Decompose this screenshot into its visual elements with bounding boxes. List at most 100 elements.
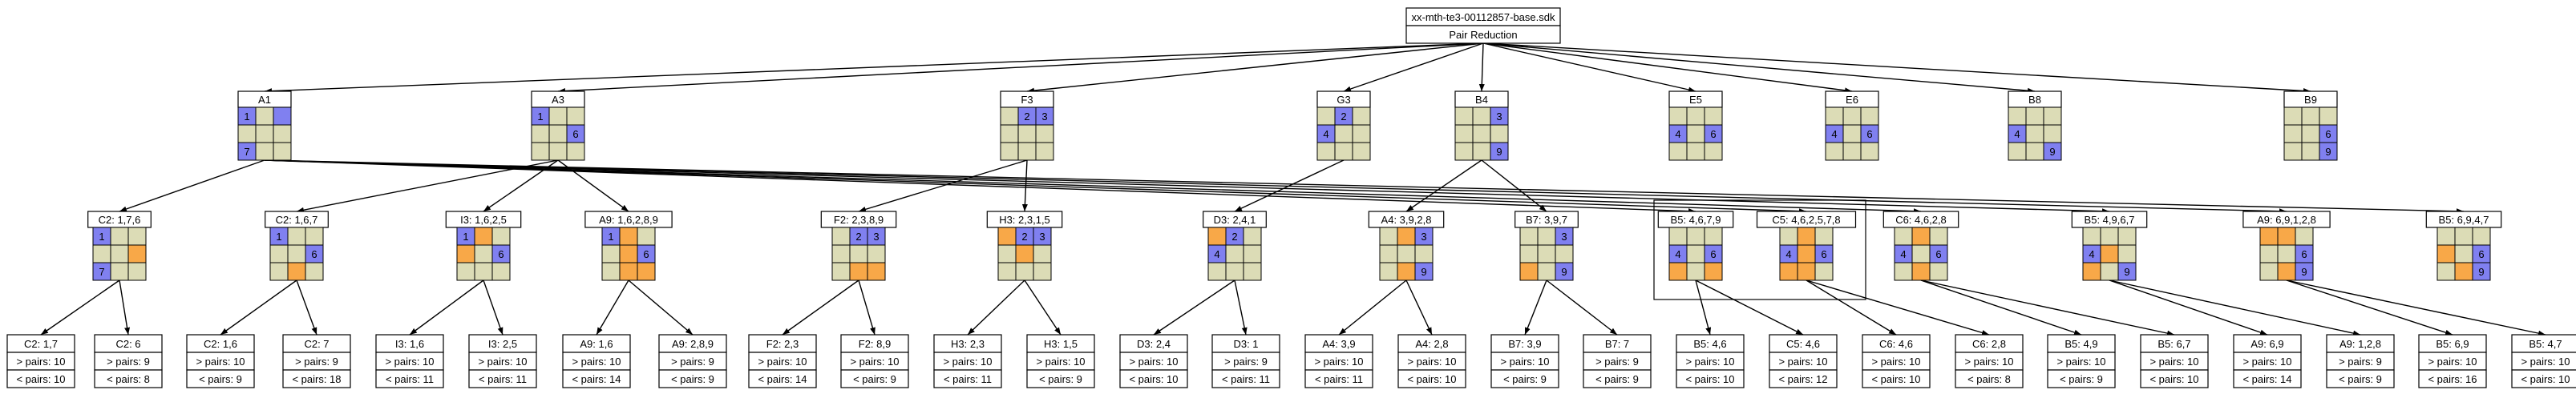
leaf-node-26[interactable]: B5: 6,9> pairs: 10< pairs: 16 (2418, 334, 2487, 388)
cell-digit: 9 (2325, 146, 2331, 158)
leaf-node-4[interactable]: I3: 1,6> pairs: 10< pairs: 11 (375, 334, 444, 388)
level2-node-a4[interactable]: A4: 3,9,2,839 (1368, 211, 1445, 281)
leaf-node-15[interactable]: A4: 2,8> pairs: 10< pairs: 10 (1397, 334, 1466, 388)
leaf-greater-pairs: > pairs: 9 (107, 356, 150, 368)
grid-cell (491, 227, 511, 246)
leaf-node-20[interactable]: C6: 4,6> pairs: 10< pairs: 10 (1862, 334, 1931, 388)
leaf-less-pairs: < pairs: 9 (2339, 373, 2382, 385)
leaf-greater-pairs: > pairs: 10 (2428, 356, 2477, 368)
leaf-node-7[interactable]: A9: 2,8,9> pairs: 9< pairs: 9 (658, 334, 727, 388)
root-action-label: Pair Reduction (1449, 29, 1517, 41)
leaf-node-5[interactable]: I3: 2,5> pairs: 10< pairs: 11 (468, 334, 537, 388)
leaf-node-0[interactable]: C2: 1,7> pairs: 10< pairs: 10 (6, 334, 75, 388)
level1-node-label: G3 (1337, 94, 1350, 106)
leaf-less-pairs: < pairs: 10 (1871, 373, 1920, 385)
leaf-node-1[interactable]: C2: 6> pairs: 9< pairs: 8 (94, 334, 163, 388)
leaf-node-13[interactable]: D3: 1> pairs: 9< pairs: 11 (1211, 334, 1280, 388)
cell-digit: 2 (1231, 231, 1237, 243)
edge-root-level1 (557, 42, 1484, 94)
leaf-less-pairs: < pairs: 14 (758, 373, 807, 385)
leaf-node-25[interactable]: A9: 1,2,8> pairs: 9< pairs: 9 (2326, 334, 2395, 388)
level2-node-a9[interactable]: A9: 1,6,2,8,916 (584, 211, 673, 281)
level2-node-i3[interactable]: I3: 1,6,2,516 (445, 211, 522, 281)
level2-node-b5c[interactable]: B5: 6,9,4,769 (2425, 211, 2502, 281)
leaf-greater-pairs: > pairs: 10 (943, 356, 992, 368)
cell-digit: 1 (537, 111, 543, 123)
leaf-less-pairs: < pairs: 9 (671, 373, 714, 385)
leaf-node-27[interactable]: B5: 4,7> pairs: 10< pairs: 10 (2511, 334, 2576, 388)
grid-cell (237, 124, 257, 143)
grid-cell (2082, 262, 2101, 281)
grid-cell (1686, 244, 1705, 263)
cell-digit: 3 (873, 231, 879, 243)
grid-cell (491, 262, 511, 281)
leaf-greater-pairs: > pairs: 10 (572, 356, 621, 368)
grid-cell (1797, 244, 1816, 263)
tree-edges (40, 42, 2546, 336)
grid-cell (1929, 227, 1948, 246)
level2-node-a9b[interactable]: A9: 6,9,1,2,869 (2242, 211, 2331, 281)
leaf-node-19[interactable]: C5: 4,6> pairs: 10< pairs: 12 (1769, 334, 1838, 388)
edge-level2-leaf (2286, 279, 2453, 336)
level2-node-d3[interactable]: D3: 2,4,124 (1203, 211, 1267, 281)
grid-cell (1352, 107, 1371, 126)
leaf-less-pairs: < pairs: 10 (16, 373, 65, 385)
leaf-node-8[interactable]: F2: 2,3> pairs: 10< pairs: 14 (748, 334, 817, 388)
leaf-node-2[interactable]: C2: 1,6> pairs: 10< pairs: 9 (186, 334, 255, 388)
leaf-greater-pairs: > pairs: 9 (295, 356, 338, 368)
grid-cell (1454, 107, 1474, 126)
cell-digit: 6 (1710, 128, 1716, 140)
edge-level1-level2 (264, 159, 1922, 215)
edge-level1-level2 (1405, 159, 1482, 212)
level2-node-b5b[interactable]: B5: 4,9,6,749 (2071, 211, 2148, 281)
leaf-node-10[interactable]: H3: 2,3> pairs: 10< pairs: 11 (933, 334, 1002, 388)
cell-digit: 4 (1900, 248, 1906, 260)
level2-node-b7[interactable]: B7: 3,9,739 (1514, 211, 1579, 281)
leaf-node-3[interactable]: C2: 7> pairs: 9< pairs: 18 (282, 334, 351, 388)
grid-cell (255, 124, 274, 143)
leaf-node-14[interactable]: A4: 3,9> pairs: 10< pairs: 11 (1304, 334, 1373, 388)
grid-cell (1814, 227, 1834, 246)
leaf-node-11[interactable]: H3: 1,5> pairs: 10< pairs: 9 (1026, 334, 1095, 388)
leaf-node-16[interactable]: B7: 3,9> pairs: 10< pairs: 9 (1490, 334, 1559, 388)
grid-cell (2025, 107, 2044, 126)
leaf-node-6[interactable]: A9: 1,6> pairs: 10< pairs: 14 (562, 334, 631, 388)
leaf-node-24[interactable]: A9: 6,9> pairs: 10< pairs: 14 (2233, 334, 2302, 388)
leaf-less-pairs: < pairs: 10 (1685, 373, 1734, 385)
leaf-node-18[interactable]: B5: 4,6> pairs: 10< pairs: 10 (1676, 334, 1745, 388)
leaf-node-12[interactable]: D3: 2,4> pairs: 10< pairs: 10 (1119, 334, 1188, 388)
leaf-node-9[interactable]: F2: 8,9> pairs: 10< pairs: 9 (840, 334, 909, 388)
edge-level2-leaf (1546, 279, 1618, 336)
leaf-less-pairs: < pairs: 8 (107, 373, 150, 385)
leaf-greater-pairs: > pairs: 10 (196, 356, 245, 368)
grid-cell (1704, 107, 1723, 126)
grid-cell (637, 227, 656, 246)
level2-node-c2a[interactable]: C2: 1,7,617 (87, 211, 152, 281)
level2-node-c2b[interactable]: C2: 1,6,716 (265, 211, 329, 281)
edge-level2-leaf (2109, 279, 2361, 336)
leaf-node-17[interactable]: B7: 7> pairs: 9< pairs: 9 (1583, 334, 1652, 388)
cell-digit: 7 (99, 266, 104, 278)
leaf-node-22[interactable]: B5: 4,9> pairs: 10< pairs: 9 (2047, 334, 2116, 388)
leaf-node-21[interactable]: C6: 2,8> pairs: 10< pairs: 8 (1955, 334, 2024, 388)
leaf-node-23[interactable]: B5: 6,7> pairs: 10< pairs: 10 (2140, 334, 2209, 388)
edge-level2-leaf (220, 279, 297, 336)
level2-node-label: A9: 6,9,1,2,8 (2257, 214, 2316, 226)
grid-cell (2283, 124, 2303, 143)
root-node[interactable]: xx-mth-te3-00112857-base.sdk Pair Reduct… (1405, 7, 1561, 44)
leaf-label: C2: 1,7 (24, 338, 58, 350)
